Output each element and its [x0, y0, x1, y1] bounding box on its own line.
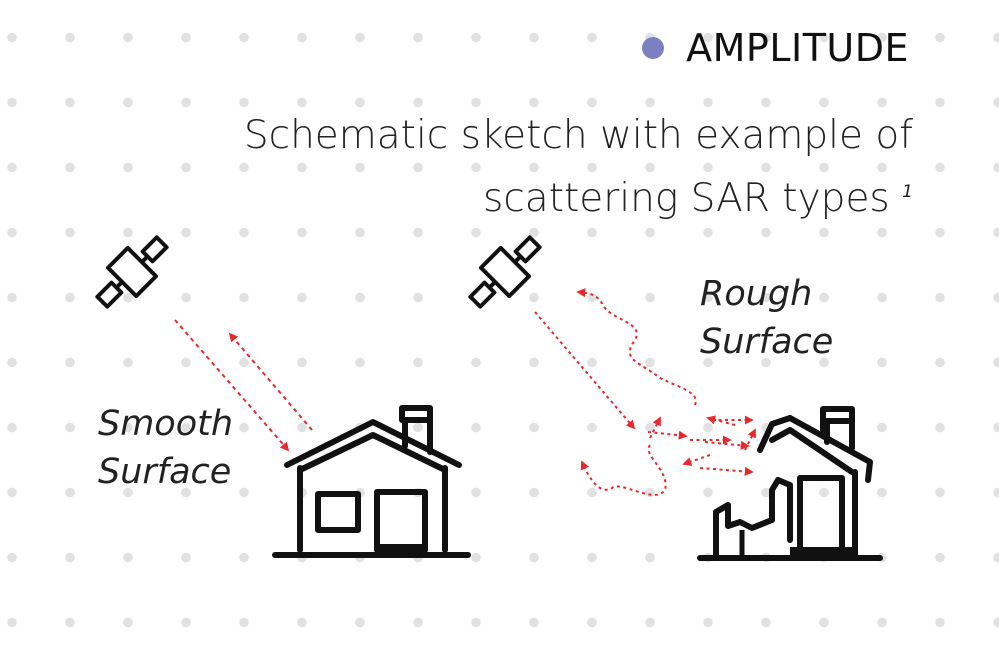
diagram-subtitle: Schematic sketch with example of scatter… [213, 108, 913, 227]
scatter-arrow [649, 416, 661, 439]
house-icon [272, 405, 471, 558]
scatter-arrow [580, 444, 667, 496]
smooth-label-line-2: Surface [98, 452, 232, 492]
rough-scatter-arrows [534, 288, 756, 496]
subtitle-line-1: Schematic sketch with example of [243, 113, 913, 158]
door-step [790, 547, 852, 557]
satellite-icon [468, 235, 542, 309]
scatter-arrow [699, 466, 754, 476]
smooth-scatter-arrows [174, 319, 313, 452]
scatter-arrow [744, 428, 756, 451]
smooth-label-line-1: Smooth [98, 404, 234, 444]
damaged-house-icon [697, 406, 883, 561]
footnote-marker: 1 [902, 182, 913, 202]
satellite-icon [95, 235, 169, 309]
reflected-arrow [228, 332, 313, 431]
scatter-arrow [706, 415, 736, 426]
scatter-arrow [704, 440, 750, 450]
rough-label-line-1: Rough [700, 274, 813, 314]
incident-arrow [174, 319, 290, 452]
section-bullet-icon [642, 37, 665, 59]
scatter-arrow [682, 454, 711, 466]
section-title: AMPLITUDE [686, 26, 909, 70]
section-header: AMPLITUDE [642, 26, 909, 70]
incident-arrow [534, 311, 636, 430]
scatter-arrow [576, 288, 697, 406]
smooth-surface-label: Smooth Surface [98, 400, 233, 496]
rough-label-line-2: Surface [700, 322, 834, 362]
subtitle-line-2: scattering SAR types [483, 176, 890, 221]
scatter-arrow [647, 430, 688, 440]
rough-surface-label: Rough Surface [700, 270, 833, 366]
door-step [377, 544, 425, 553]
